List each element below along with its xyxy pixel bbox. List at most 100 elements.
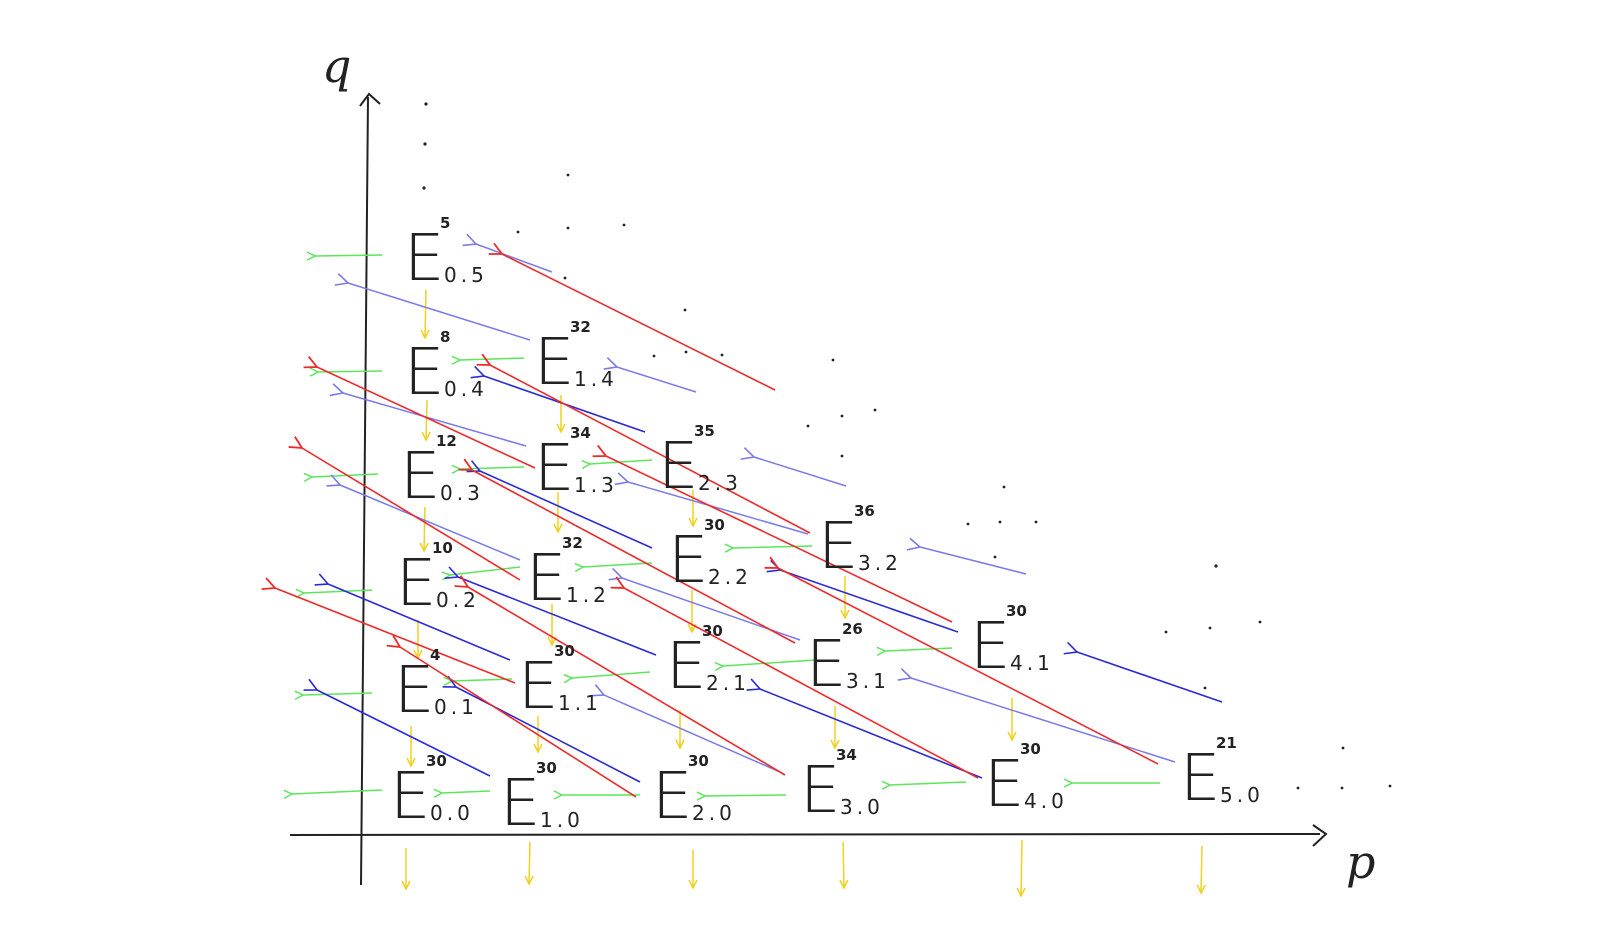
node-superscript: 32: [570, 318, 591, 336]
node-superscript: 30: [426, 752, 447, 770]
green-arrow: [460, 358, 525, 360]
green-arrow: [304, 590, 373, 593]
green-arrow: [723, 659, 817, 666]
yellow-arrow: [1021, 839, 1022, 896]
dot: [1296, 786, 1300, 790]
node-superscript: 26: [842, 620, 863, 638]
yellow-arrow: [1201, 845, 1202, 893]
node-letter: E: [800, 754, 840, 828]
dot: [998, 520, 1002, 524]
dot: [684, 350, 688, 354]
node-subscript: 0.1: [434, 695, 478, 719]
yellow-arrow: [426, 399, 427, 440]
green-arrow: [315, 255, 383, 256]
blue-arrow: [317, 690, 491, 777]
node-superscript: 8: [440, 328, 450, 346]
node-superscript: 36: [854, 502, 875, 520]
node-subscript: 2.3: [698, 471, 742, 495]
node-superscript: 12: [436, 432, 457, 450]
dot: [424, 102, 428, 106]
dot: [831, 358, 835, 362]
light-blue-arrow: [340, 485, 521, 561]
node-letter: E: [534, 432, 574, 506]
dot: [1258, 620, 1262, 624]
node-subscript: 0.3: [440, 481, 484, 505]
yellow-arrow: [424, 506, 425, 551]
node-subscript: 3.0: [840, 795, 884, 819]
dot: [1388, 784, 1392, 788]
y-axis-label: q: [322, 39, 351, 93]
node-subscript: 1.2: [566, 583, 610, 607]
red-arrows: [275, 254, 1159, 798]
node-superscript: 34: [570, 424, 591, 442]
node-superscript: 10: [432, 539, 453, 557]
light-blue-arrow: [343, 393, 527, 447]
green-arrow: [890, 782, 967, 785]
dot: [1203, 686, 1207, 690]
node-subscript: 1.4: [574, 367, 618, 391]
red-arrow: [472, 470, 796, 644]
node-letter: E: [806, 628, 846, 702]
node-letter: E: [394, 654, 434, 728]
node-letter: E: [500, 767, 540, 841]
green-arrow: [303, 693, 373, 695]
node-subscript: 3.2: [858, 551, 902, 575]
node-subscript: 1.1: [558, 691, 602, 715]
node-superscript: 34: [836, 746, 857, 764]
red-arrow: [317, 367, 536, 469]
green-arrow: [885, 648, 953, 651]
dot: [622, 223, 626, 227]
red-arrow: [302, 448, 521, 581]
red-arrow: [502, 254, 776, 391]
dot: [966, 522, 970, 526]
dot: [423, 142, 427, 146]
node-subscript: 0.4: [444, 377, 488, 401]
green-arrow: [705, 795, 787, 796]
light-blue-arrow: [920, 547, 1027, 575]
node-letter: E: [396, 547, 436, 621]
node-subscript: 1.0: [540, 808, 584, 832]
red-arrow: [606, 456, 953, 623]
green-arrow: [450, 566, 521, 575]
light-blue-arrow: [617, 367, 697, 393]
node-subscript: 4.1: [1010, 651, 1054, 675]
green-arrow: [583, 562, 653, 567]
light-blue-arrows: [340, 244, 1176, 773]
node-letter: E: [534, 326, 574, 400]
y-axis-arrowhead: [359, 92, 381, 107]
node-superscript: 30: [554, 642, 575, 660]
node-letter: E: [1180, 742, 1220, 816]
green-arrow: [312, 474, 379, 477]
dot: [566, 173, 570, 177]
red-arrow: [468, 587, 786, 776]
light-blue-arrow: [911, 678, 1176, 763]
node-letter: E: [404, 222, 444, 296]
node-superscript: 4: [430, 646, 440, 664]
node-letter: E: [526, 542, 566, 616]
red-arrow: [778, 568, 1159, 765]
dot: [873, 408, 877, 412]
blue-arrow: [1077, 652, 1223, 703]
y-axis: [360, 96, 369, 886]
node-subscript: 0.0: [430, 801, 474, 825]
node-letter: E: [666, 630, 706, 704]
blue-arrow: [458, 577, 657, 656]
node-subscript: 5.0: [1220, 783, 1264, 807]
red-arrow: [400, 647, 637, 798]
dot: [566, 226, 570, 230]
light-blue-arrow: [348, 283, 531, 341]
dot: [806, 424, 810, 428]
node-letter: E: [652, 760, 692, 834]
node-superscript: 35: [694, 422, 715, 440]
